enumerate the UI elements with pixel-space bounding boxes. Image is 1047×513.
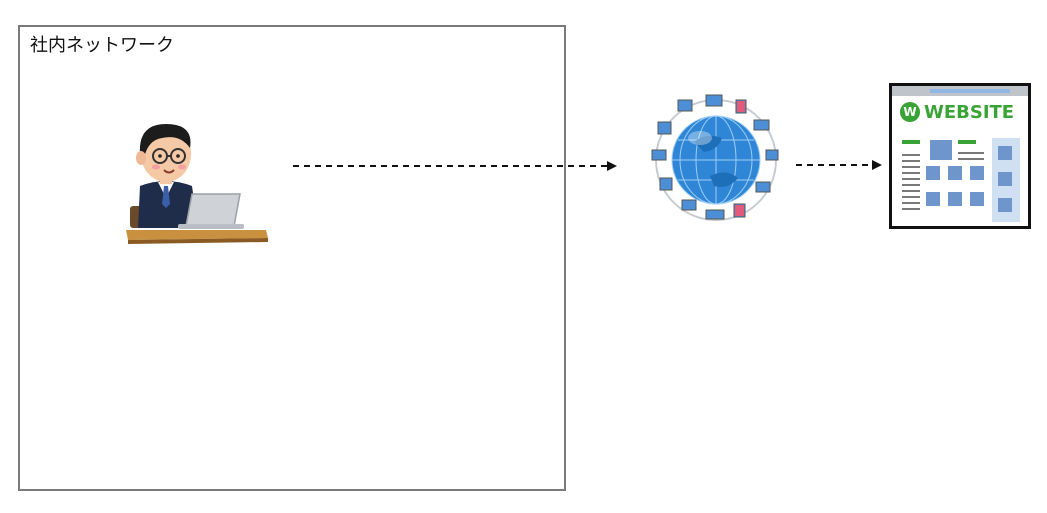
website-title: WEBSITE — [924, 102, 1015, 123]
website-text-lines — [958, 148, 984, 160]
website-image-block — [998, 172, 1012, 186]
website-accent-bar — [902, 140, 920, 144]
website-image-block — [998, 198, 1012, 212]
browser-address-bar — [930, 89, 1010, 93]
website-image-block — [930, 140, 952, 160]
internal-network-box: 社内ネットワーク — [18, 25, 566, 491]
internal-network-label: 社内ネットワーク — [30, 35, 174, 56]
arrow-user-to-internet — [293, 156, 623, 176]
website-image-block — [998, 146, 1012, 160]
website-page-icon: W WEBSITE — [889, 83, 1031, 229]
website-image-block — [970, 166, 984, 180]
website-accent-bar — [958, 140, 976, 144]
website-image-block — [970, 192, 984, 206]
arrow-internet-to-website — [796, 155, 888, 175]
website-text-lines — [902, 150, 920, 210]
website-image-block — [926, 192, 940, 206]
internet-globe-icon — [648, 92, 784, 228]
office-worker-laptop-icon — [118, 118, 273, 250]
website-image-block — [926, 166, 940, 180]
website-logo-icon: W — [900, 102, 920, 122]
website-image-block — [948, 192, 962, 206]
website-image-block — [948, 166, 962, 180]
